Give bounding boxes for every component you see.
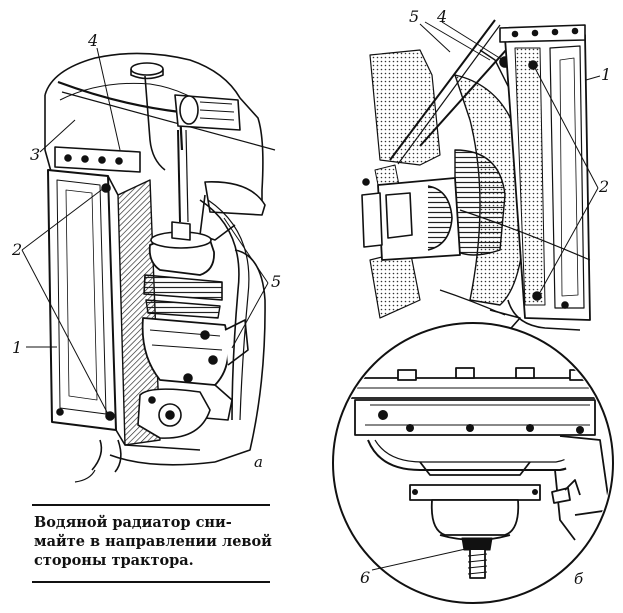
callout-labels: 4 3 2 1 5 5 4 1 2 6 а б (11, 7, 611, 588)
caption-top-rule (32, 504, 270, 506)
callout-left-2: 2 (11, 240, 22, 259)
callout-right-2: 2 (598, 177, 609, 196)
panel-letter-a: а (254, 453, 263, 471)
caption-line-1: Водяной радиатор сни- (34, 514, 232, 531)
panel-letter-b: б (574, 570, 584, 588)
callout-left-4: 4 (87, 31, 98, 50)
callout-right-5: 5 (409, 7, 419, 26)
caption-bottom-rule (32, 581, 270, 583)
view-a-leader-lines (21, 47, 269, 415)
detail-b-magnified-view (332, 322, 614, 604)
callout-left-1: 1 (12, 338, 22, 357)
callout-right-1: 1 (601, 65, 611, 84)
callout-left-5: 5 (271, 272, 281, 291)
detail-b-leader-lines (371, 547, 471, 571)
callout-left-3: 3 (30, 145, 40, 164)
caption-line-2: майте в направлении левой (34, 533, 272, 550)
view-a-tractor-left-side (44, 52, 276, 483)
view-b-radiator-side (361, 19, 591, 336)
figure-caption: Водяной радиатор сни- майте в направлени… (34, 513, 272, 570)
callout-right-4: 4 (436, 7, 447, 26)
caption-line-3: стороны трактора. (34, 552, 194, 569)
callout-detail-6: 6 (360, 568, 370, 587)
view-b-leader-lines (419, 21, 601, 297)
